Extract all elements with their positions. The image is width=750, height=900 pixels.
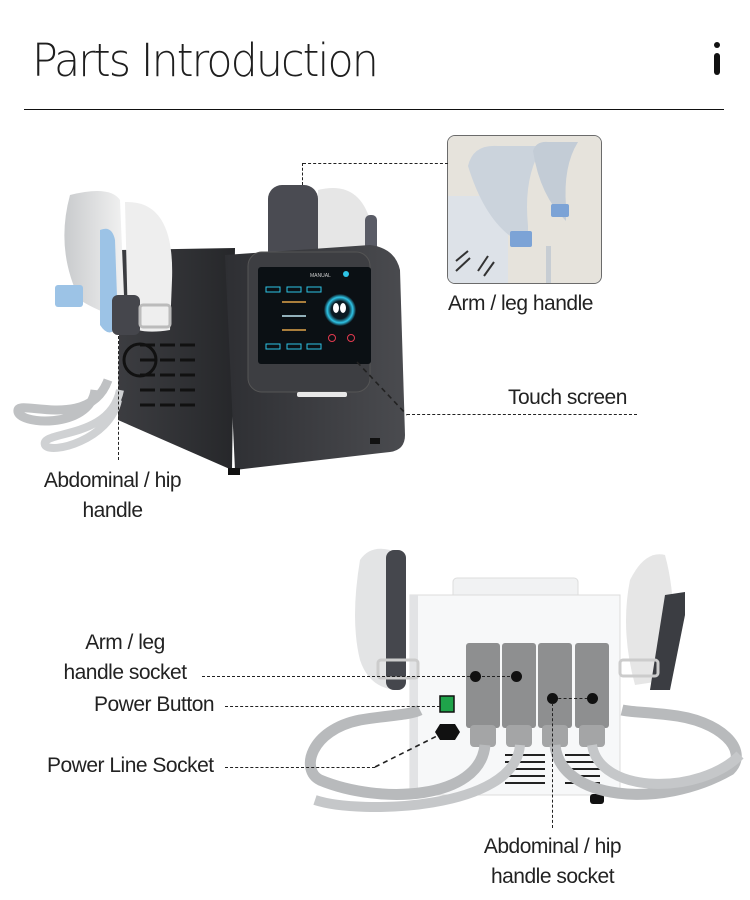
marker-abdominal-socket-1	[547, 693, 558, 704]
label-abdominal-hip-handle-socket: Abdominal / hip handle socket	[483, 835, 622, 888]
label-touch-screen: Touch screen	[508, 386, 627, 409]
label-abdominal-hip-handle: Abdominal / hip handle	[43, 469, 182, 522]
leader-touch-screen-diagonal	[356, 361, 408, 416]
marker-arm-leg-socket-2	[511, 671, 522, 682]
page-title: Parts Introduction	[32, 34, 379, 87]
label-arm-leg-handle-socket: Arm / leg handle socket	[63, 631, 187, 684]
marker-arm-leg-socket-1	[470, 671, 481, 682]
leader-power-line-socket	[225, 767, 375, 768]
marker-abdominal-socket-2	[587, 693, 598, 704]
leader-abdominal-socket-link	[553, 698, 593, 699]
label-arm-leg-handle: Arm / leg handle	[448, 292, 593, 315]
header-divider	[24, 109, 724, 110]
leader-arm-leg-handle	[303, 163, 448, 164]
leader-touch-screen	[407, 414, 637, 415]
leader-abdominal-socket	[552, 703, 553, 828]
front-machine-image: MANUAL	[13, 185, 405, 475]
rear-machine-image	[305, 548, 744, 813]
leader-power-button	[225, 706, 440, 707]
info-icon[interactable]	[712, 42, 722, 78]
label-power-line-socket: Power Line Socket	[47, 754, 214, 777]
arm-leg-handle-thumbnail	[447, 135, 602, 284]
screen-title: MANUAL	[310, 273, 331, 279]
leader-power-line-socket-diagonal	[374, 734, 440, 768]
leader-abdominal-hip-handle	[118, 336, 119, 460]
leader-arm-leg-handle-drop	[302, 163, 303, 185]
label-power-button: Power Button	[94, 693, 215, 716]
leader-arm-leg-socket	[202, 676, 520, 677]
